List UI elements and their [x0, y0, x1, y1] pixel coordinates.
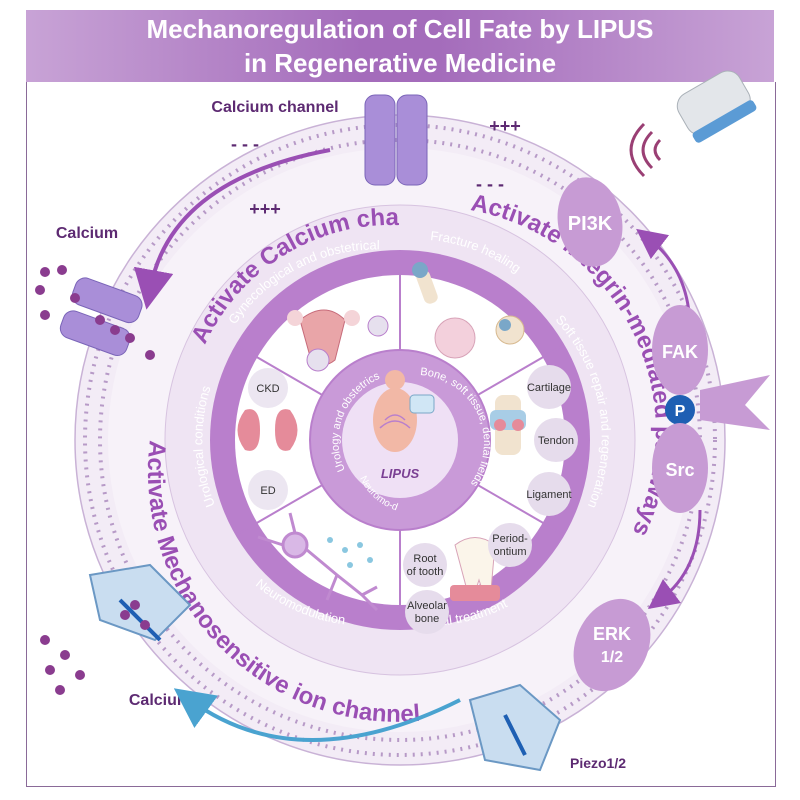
ed-label: ED	[260, 485, 275, 497]
title-line-2: in Regenerative Medicine	[243, 48, 557, 78]
erk-label-1: ERK	[593, 624, 631, 644]
erk-label-2: 1/2	[601, 649, 623, 666]
root-label-2: of tooth	[407, 566, 444, 578]
calcium-label-bottom: Calcium	[129, 692, 191, 709]
tooth-illustration	[450, 537, 500, 601]
fak-label: FAK	[662, 342, 698, 362]
center-body-illustration	[373, 370, 435, 452]
membrane-ring-dots	[83, 123, 717, 757]
piezo-channel-left	[88, 563, 192, 642]
ckd-label: CKD	[256, 383, 279, 395]
calcium-channel-top	[364, 94, 428, 186]
kidney-illustration	[237, 409, 298, 451]
cartilage-label: Cartilage	[527, 382, 571, 394]
ultrasound-waves-icon	[629, 122, 662, 178]
pill-erk: ERK 1/2	[573, 598, 651, 692]
ligament-label: Ligament	[526, 489, 571, 501]
calcium-channel-label: Calcium channel	[211, 99, 338, 116]
calcium-label-top: Calcium	[56, 225, 118, 242]
charge-plus-left: +++	[249, 199, 281, 219]
p-label: P	[675, 403, 686, 420]
charge-minus-right: - - -	[476, 174, 504, 194]
pill-pi3k: PI3K	[557, 177, 623, 267]
title-banner: Mechanoregulation of Cell Fate by LIPUS …	[26, 10, 774, 82]
piezo-flow-arrow	[173, 688, 461, 742]
uterus-illustration	[287, 309, 389, 372]
piezo-label: Piezo1/2	[570, 755, 626, 771]
src-label: Src	[665, 460, 694, 480]
receptor-flag	[700, 375, 770, 430]
center-lipus-label: LIPUS	[381, 466, 420, 481]
ckd-bubble: CKD	[248, 368, 288, 408]
title-line-1: Mechanoregulation of Cell Fate by LIPUS	[146, 14, 654, 44]
pi3k-label: PI3K	[568, 213, 613, 235]
knee-illustration	[490, 395, 526, 455]
tendon-bubble: Tendon	[534, 418, 578, 462]
piezo-channel-bottom	[468, 683, 562, 772]
tendon-label: Tendon	[538, 435, 574, 447]
charge-minus-left: - - -	[231, 134, 259, 154]
src-to-erk-arrow	[648, 509, 702, 610]
calcium-ions-bottom	[40, 600, 150, 695]
calcium-ions-left	[35, 265, 155, 360]
neuron-illustration	[257, 512, 379, 612]
periodontium-label-1: Period-	[492, 533, 528, 545]
periodontium-label-2: ontium	[493, 546, 526, 558]
neurotransmitter-dots	[327, 537, 373, 568]
ultrasound-probe-icon	[676, 70, 757, 143]
periodontium-bubble: Period- ontium	[488, 523, 532, 567]
pill-src: Src	[652, 423, 708, 513]
pill-fak: FAK	[652, 305, 708, 395]
alveolar-label-2: bone	[415, 613, 439, 625]
calcium-flow-arrow	[133, 148, 331, 310]
fracture-illustration	[412, 262, 525, 359]
alveolar-bubble: Alveolar bone	[405, 590, 449, 634]
alveolar-label-1: Alveolar	[407, 600, 447, 612]
ed-bubble: ED	[248, 470, 288, 510]
cartilage-bubble: Cartilage	[527, 365, 571, 409]
root-label-1: Root	[413, 553, 436, 565]
root-bubble: Root of tooth	[403, 543, 447, 587]
charge-plus-top: +++	[489, 116, 521, 136]
phospho-badge: P	[665, 395, 695, 425]
ligament-bubble: Ligament	[526, 472, 572, 516]
